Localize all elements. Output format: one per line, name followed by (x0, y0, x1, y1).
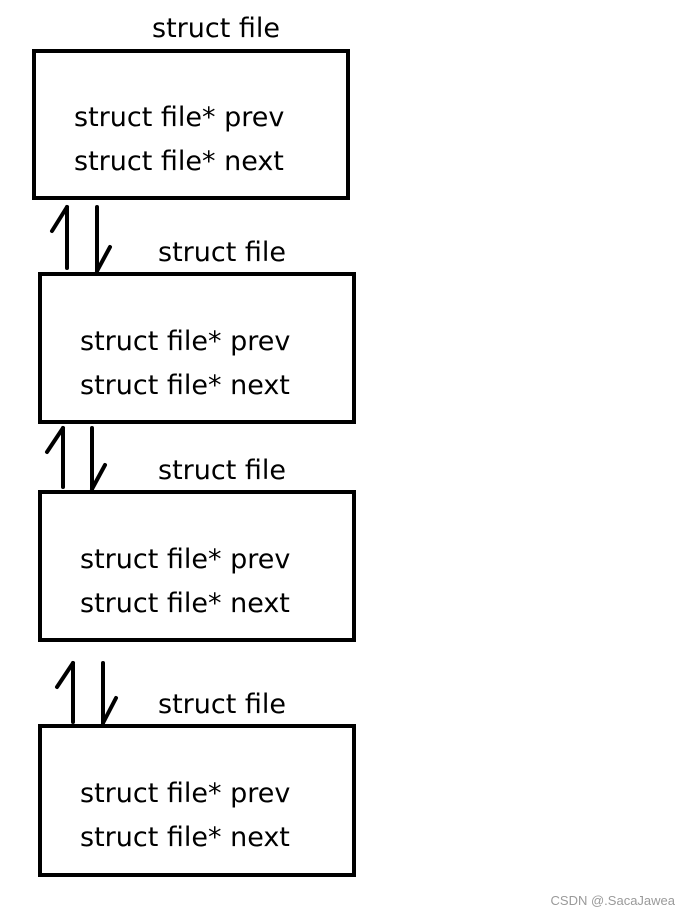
struct-file-node: struct file* prev struct file* next (32, 49, 350, 200)
next-link-down-arrow-icon (95, 205, 112, 273)
prev-pointer-field: struct file* prev (80, 778, 291, 809)
node-title: struct file (158, 689, 286, 720)
watermark: CSDN @.SacaJawea (550, 893, 675, 908)
prev-link-up-arrow-icon (45, 426, 65, 489)
struct-file-node: struct file* prev struct file* next (38, 272, 356, 424)
prev-pointer-field: struct file* prev (80, 326, 291, 357)
prev-link-up-arrow-icon (55, 661, 75, 724)
node-title: struct file (158, 237, 286, 268)
struct-file-node: struct file* prev struct file* next (38, 724, 356, 877)
next-pointer-field: struct file* next (80, 370, 290, 401)
next-link-down-arrow-icon (101, 661, 118, 725)
next-pointer-field: struct file* next (80, 822, 290, 853)
prev-pointer-field: struct file* prev (80, 544, 291, 575)
prev-pointer-field: struct file* prev (74, 102, 285, 133)
node-title: struct file (158, 455, 286, 486)
next-link-down-arrow-icon (90, 426, 107, 491)
next-pointer-field: struct file* next (74, 146, 284, 177)
struct-file-node: struct file* prev struct file* next (38, 490, 356, 642)
next-pointer-field: struct file* next (80, 588, 290, 619)
prev-link-up-arrow-icon (50, 205, 69, 270)
node-title: struct file (152, 13, 280, 44)
